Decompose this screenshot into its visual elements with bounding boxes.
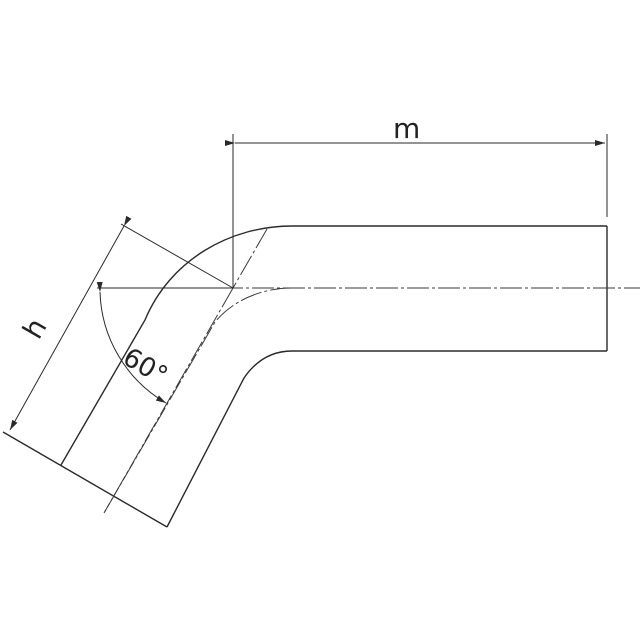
centerlines bbox=[97, 287, 640, 514]
angle-dimension bbox=[96, 281, 167, 404]
m-label: m bbox=[393, 112, 421, 145]
bend-centerline bbox=[103, 287, 293, 514]
bend-outer-edge bbox=[60, 225, 293, 466]
angled-centerline bbox=[103, 287, 234, 514]
bend-inner-edge bbox=[166, 350, 293, 528]
angled-tube-end bbox=[2, 431, 168, 528]
h-extension-top bbox=[120, 223, 234, 289]
bend-tangent-line bbox=[232, 228, 268, 289]
angle-arc bbox=[96, 281, 167, 404]
m-dimension bbox=[225, 134, 608, 288]
h-dimension-line bbox=[9, 215, 132, 431]
h-dimension bbox=[9, 215, 234, 431]
